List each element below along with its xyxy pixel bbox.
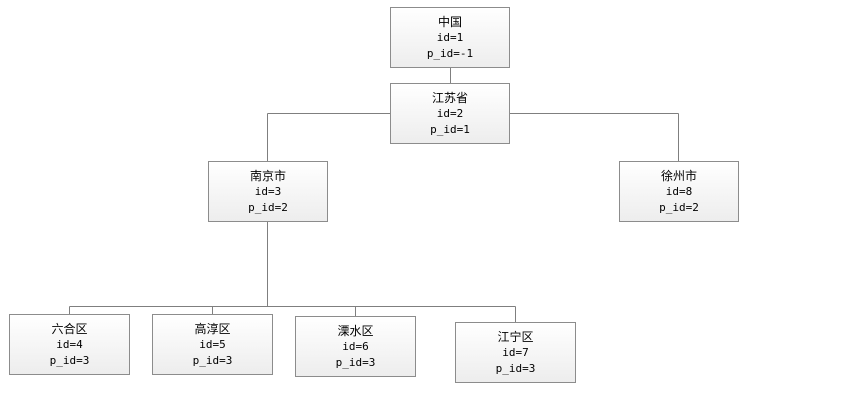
node-id: id=6	[342, 339, 369, 353]
node-gaochun: 高淳区 id=5 p_id=3	[152, 314, 273, 375]
node-jiangning: 江宁区 id=7 p_id=3	[455, 322, 576, 383]
node-china: 中国 id=1 p_id=-1	[390, 7, 510, 68]
node-name: 溧水区	[337, 323, 374, 338]
node-name: 南京市	[249, 168, 286, 183]
node-pid: p_id=1	[430, 122, 470, 136]
node-pid: p_id=3	[49, 353, 90, 367]
node-pid: p_id=3	[495, 361, 536, 375]
node-pid: p_id=2	[659, 200, 699, 214]
node-pid: p_id=3	[192, 353, 233, 367]
node-name: 高淳区	[194, 321, 231, 336]
node-xuzhou: 徐州市 id=8 p_id=2	[619, 161, 739, 222]
node-id: id=4	[56, 337, 83, 351]
node-name: 江宁区	[497, 329, 534, 344]
node-nanjing: 南京市 id=3 p_id=2	[208, 161, 328, 222]
node-id: id=2	[436, 106, 464, 120]
node-id: id=1	[436, 30, 464, 44]
node-jiangsu: 江苏省 id=2 p_id=1	[390, 83, 510, 144]
node-id: id=7	[502, 345, 529, 359]
node-pid: p_id=-1	[426, 46, 474, 60]
node-liuhe: 六合区 id=4 p_id=3	[9, 314, 130, 375]
node-name: 江苏省	[431, 90, 468, 105]
node-lishui: 溧水区 id=6 p_id=3	[295, 316, 416, 377]
node-id: id=8	[665, 184, 693, 198]
node-name: 六合区	[51, 321, 88, 336]
node-name: 徐州市	[660, 168, 697, 183]
node-pid: p_id=3	[335, 355, 376, 369]
node-pid: p_id=2	[248, 200, 288, 214]
node-name: 中国	[437, 14, 462, 29]
node-id: id=3	[254, 184, 282, 198]
node-id: id=5	[199, 337, 226, 351]
